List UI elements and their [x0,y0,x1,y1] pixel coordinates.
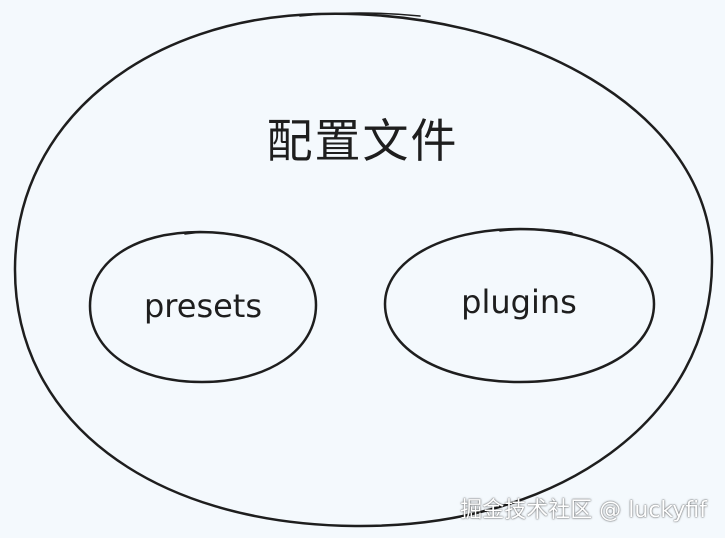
config-file-title: 配置文件 [266,114,459,168]
plugins-label: plugins [461,283,577,321]
plugins-ellipse-sketch [499,228,573,234]
outer-config-ellipse [13,12,714,528]
outer-config-ellipse-sketch [299,12,421,17]
presets-label: presets [143,287,263,325]
presets-ellipse-sketch [184,231,241,237]
watermark-text: 掘金技术社区 @ luckyfif [460,498,707,523]
presets-ellipse [88,230,318,384]
plugins-ellipse [383,227,656,384]
